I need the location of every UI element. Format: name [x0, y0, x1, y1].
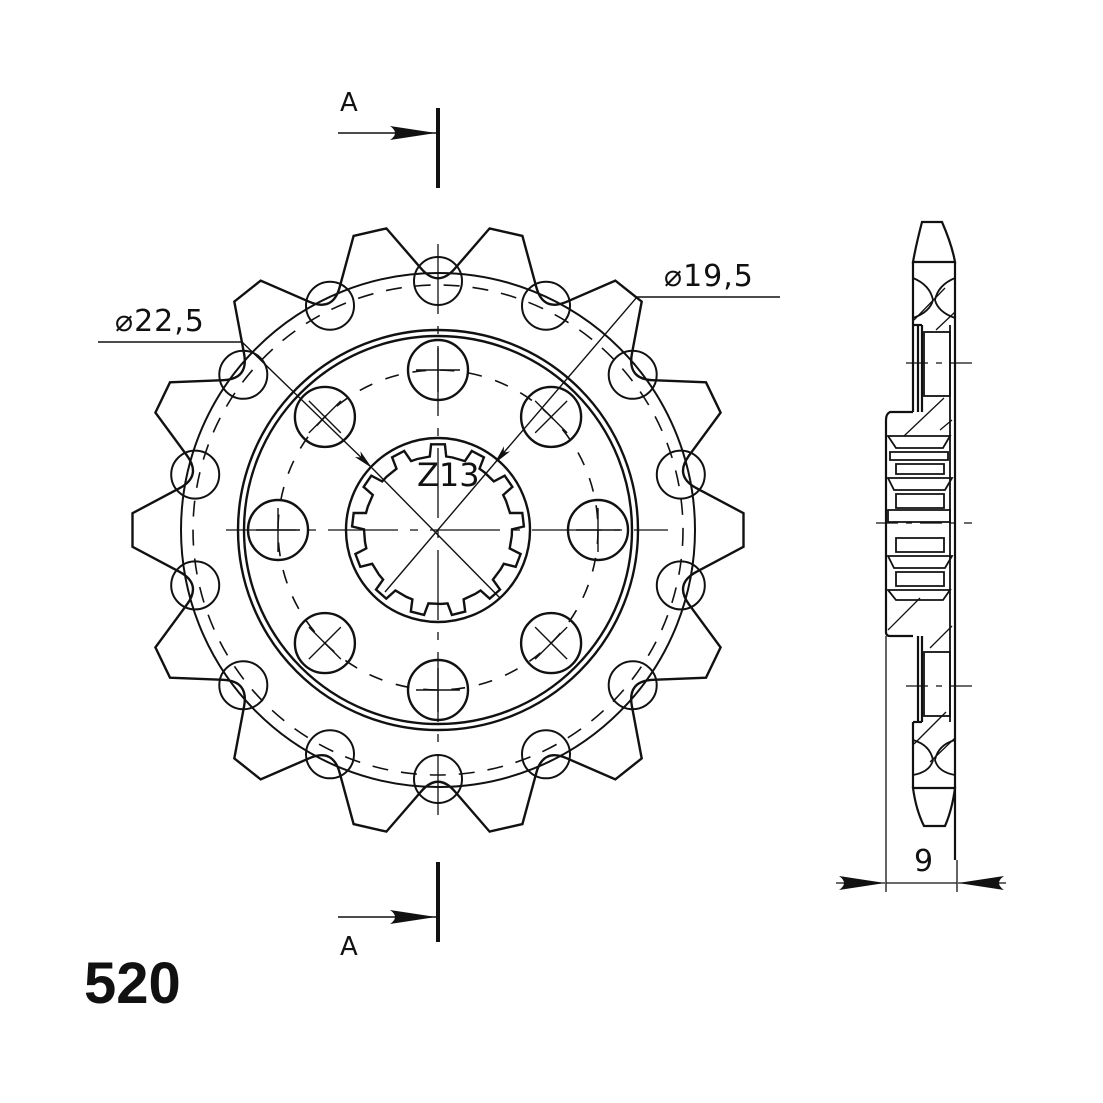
roller-seat	[521, 729, 571, 780]
roller-seat	[655, 560, 706, 611]
lightening-hole	[519, 385, 583, 449]
side-section-view	[836, 220, 1006, 892]
section-arrow-top	[338, 108, 440, 188]
outer-diameter-dimension: ⌀22,5	[115, 304, 205, 339]
roller-seat	[218, 660, 269, 711]
lightening-hole	[293, 385, 357, 449]
chain-pitch-label: 520	[84, 951, 181, 1016]
roller-seat	[607, 660, 658, 711]
diameter-symbol-icon: ⌀	[115, 304, 135, 339]
section-arrow-bottom	[338, 862, 440, 942]
roller-seat	[607, 349, 658, 400]
roller-seat	[305, 729, 355, 780]
inner-diameter-value: 19,5	[683, 259, 754, 294]
diameter-leaders	[98, 296, 780, 599]
sprocket-teeth-outline	[131, 227, 745, 833]
centerlines	[226, 244, 668, 815]
inner-diameter-dimension: ⌀19,5	[664, 259, 754, 294]
spline-profile	[350, 443, 526, 617]
front-view	[98, 227, 780, 833]
roller-seat	[170, 449, 221, 500]
roller-seat	[170, 560, 221, 611]
roller-seat	[655, 449, 706, 500]
lightening-hole	[519, 611, 583, 675]
section-label-top: A	[340, 88, 358, 118]
roller-seat	[521, 280, 571, 331]
section-label-bottom: A	[340, 932, 358, 962]
lightening-hole	[293, 611, 357, 675]
roller-seat	[218, 349, 269, 400]
roller-seat	[305, 280, 355, 331]
outer-diameter-value: 22,5	[134, 304, 205, 339]
width-dimension: 9	[914, 844, 935, 879]
diameter-symbol-icon: ⌀	[664, 259, 684, 294]
spline-count-label: Z13	[417, 456, 480, 494]
